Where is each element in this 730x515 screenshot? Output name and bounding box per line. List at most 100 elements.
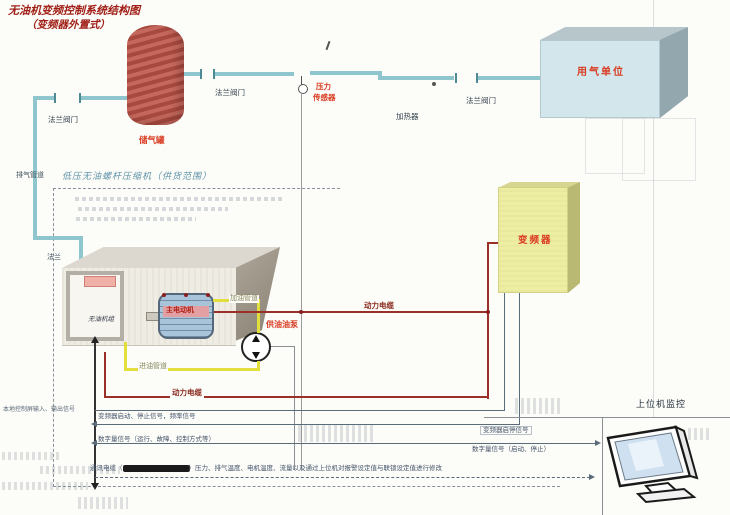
smudge-mark	[2, 482, 88, 490]
monitor-area-border-left	[602, 417, 603, 515]
pump-signal-line	[294, 346, 295, 470]
wire-comms-dashed	[95, 477, 590, 478]
scope-box-top	[53, 188, 340, 189]
gas-pipe	[215, 72, 294, 76]
smudge-mark	[40, 466, 120, 474]
power-cable-upper	[214, 311, 488, 313]
inverter-top	[498, 182, 580, 188]
panel-signal-trunk	[94, 342, 96, 485]
ghost-rect	[585, 118, 645, 174]
pump-link-line	[271, 346, 295, 347]
oil-pipe-discharge	[257, 299, 260, 333]
flange-tick	[476, 73, 478, 83]
oil-pipe-inlet	[124, 368, 260, 371]
wire-digital	[95, 443, 598, 444]
smudge-mark	[78, 497, 128, 509]
gas-pipe	[33, 96, 37, 240]
flange-tick	[200, 69, 202, 79]
gas-unit-label: 用气单位	[577, 67, 625, 78]
gas-pipe	[33, 96, 55, 100]
smudge-mark	[688, 428, 712, 440]
power-cable-lower-label: 动力电缆	[170, 388, 204, 398]
valve-left-label: 法兰阀门	[48, 115, 78, 124]
power-cable-drop	[104, 352, 106, 398]
heater-mark	[432, 82, 436, 86]
storage-tank-label: 储气罐	[139, 135, 165, 145]
comms-cable-label: 通讯电缆（ ）压力、排气温度、电机温度、流量以及通过上位机对报警设定值与联锁设定值…	[90, 465, 442, 473]
wire-riser	[519, 293, 520, 425]
smudge-mark	[515, 398, 563, 414]
comms-suffix: ）压力、排气温度、电机温度、流量以及通过上位机对报警设定值与联锁设定值进行修改	[188, 465, 443, 473]
oil-pump-label: 供油油泵	[266, 320, 298, 329]
oil-inlet-label: 进油管道	[138, 363, 168, 372]
power-cable-lower	[104, 396, 489, 398]
wire-inverter-run	[95, 410, 505, 411]
storage-tank	[127, 25, 184, 125]
inverter-label: 变频器	[518, 235, 553, 246]
wire-arrow-right	[595, 440, 601, 446]
digital-io-label: 数字量信号（运行、故障、控制方式等）	[98, 436, 215, 444]
inverter-side	[568, 182, 580, 293]
gas-pipe	[184, 72, 200, 76]
panel-display	[84, 276, 116, 287]
gas-pipe	[378, 71, 382, 80]
oil-pipe-inlet	[257, 361, 260, 370]
wire-arrow-left	[91, 421, 97, 427]
gas-pipe	[79, 236, 83, 265]
motor-terminal	[206, 293, 210, 297]
vent-mark	[325, 40, 331, 51]
illegible-note-line	[76, 217, 196, 221]
gas-unit-side	[660, 27, 688, 118]
comms-prefix: 通讯电缆（	[90, 465, 123, 473]
redacted-blob	[122, 465, 189, 472]
motor-terminal	[162, 293, 166, 297]
scope-heading: 低压无油螺杆压缩机（供货范围）	[62, 171, 213, 181]
digital-startstop-label: 数字量信号（启动、停止）	[472, 446, 550, 453]
wire-arrow-right	[589, 474, 595, 480]
pressure-sensor-label-1: 压力	[316, 82, 331, 91]
local-panel-io-label: 本地控制屏输入、输出信号	[3, 407, 76, 413]
pump-arrow-down	[252, 352, 260, 359]
inverter-run-label: 变频器启动、停止信号，频率信号	[98, 413, 196, 420]
cable-junction	[486, 310, 490, 314]
gas-pipe	[81, 96, 128, 100]
diagram-title-line2: （变频器外置式）	[26, 19, 110, 31]
flange-tick	[54, 93, 56, 103]
scope-box-bottom	[53, 486, 560, 487]
power-cable-stub	[487, 242, 498, 244]
monitor-area-border-top	[484, 417, 730, 418]
diagram-title-line1: 无油机变频控制系统结构图	[8, 5, 140, 17]
wire-inverter-startstop	[95, 424, 520, 425]
gas-pipe	[310, 71, 378, 75]
monitor-icon	[606, 425, 699, 504]
cable-junction	[299, 310, 303, 314]
gas-unit-top	[540, 27, 688, 40]
pump-arrow-up	[252, 335, 260, 342]
gas-unit-front	[540, 40, 660, 118]
trunk-arrow-down	[91, 483, 99, 490]
power-cable-riser	[487, 243, 489, 399]
compressor-panel-label: 无油机组	[88, 316, 114, 323]
oil-pipe-inlet	[124, 342, 127, 369]
wire-riser	[504, 293, 505, 411]
flange-tick	[455, 73, 457, 83]
pressure-sensor-label-2: 传感器	[313, 93, 336, 102]
illegible-note-line	[75, 197, 285, 201]
compressor-top	[62, 247, 280, 268]
valve-tank-right-label: 法兰阀门	[215, 88, 245, 97]
heater-label: 加热器	[396, 112, 419, 121]
motor-label: 主电动机	[166, 307, 194, 314]
pressure-sensor-icon	[298, 84, 308, 94]
smudge-mark	[298, 424, 376, 442]
flange-tick	[79, 93, 81, 103]
illegible-note-line	[78, 207, 228, 211]
smudge-mark	[2, 452, 60, 460]
motor-band	[163, 306, 209, 317]
ghost-line	[653, 0, 654, 418]
power-cable-upper-label: 动力电缆	[362, 301, 396, 311]
scope-box-left	[53, 188, 54, 487]
exhaust-pipe-label: 排气管道	[16, 172, 44, 179]
inverter-front	[498, 187, 568, 293]
gas-pipe	[478, 76, 540, 80]
